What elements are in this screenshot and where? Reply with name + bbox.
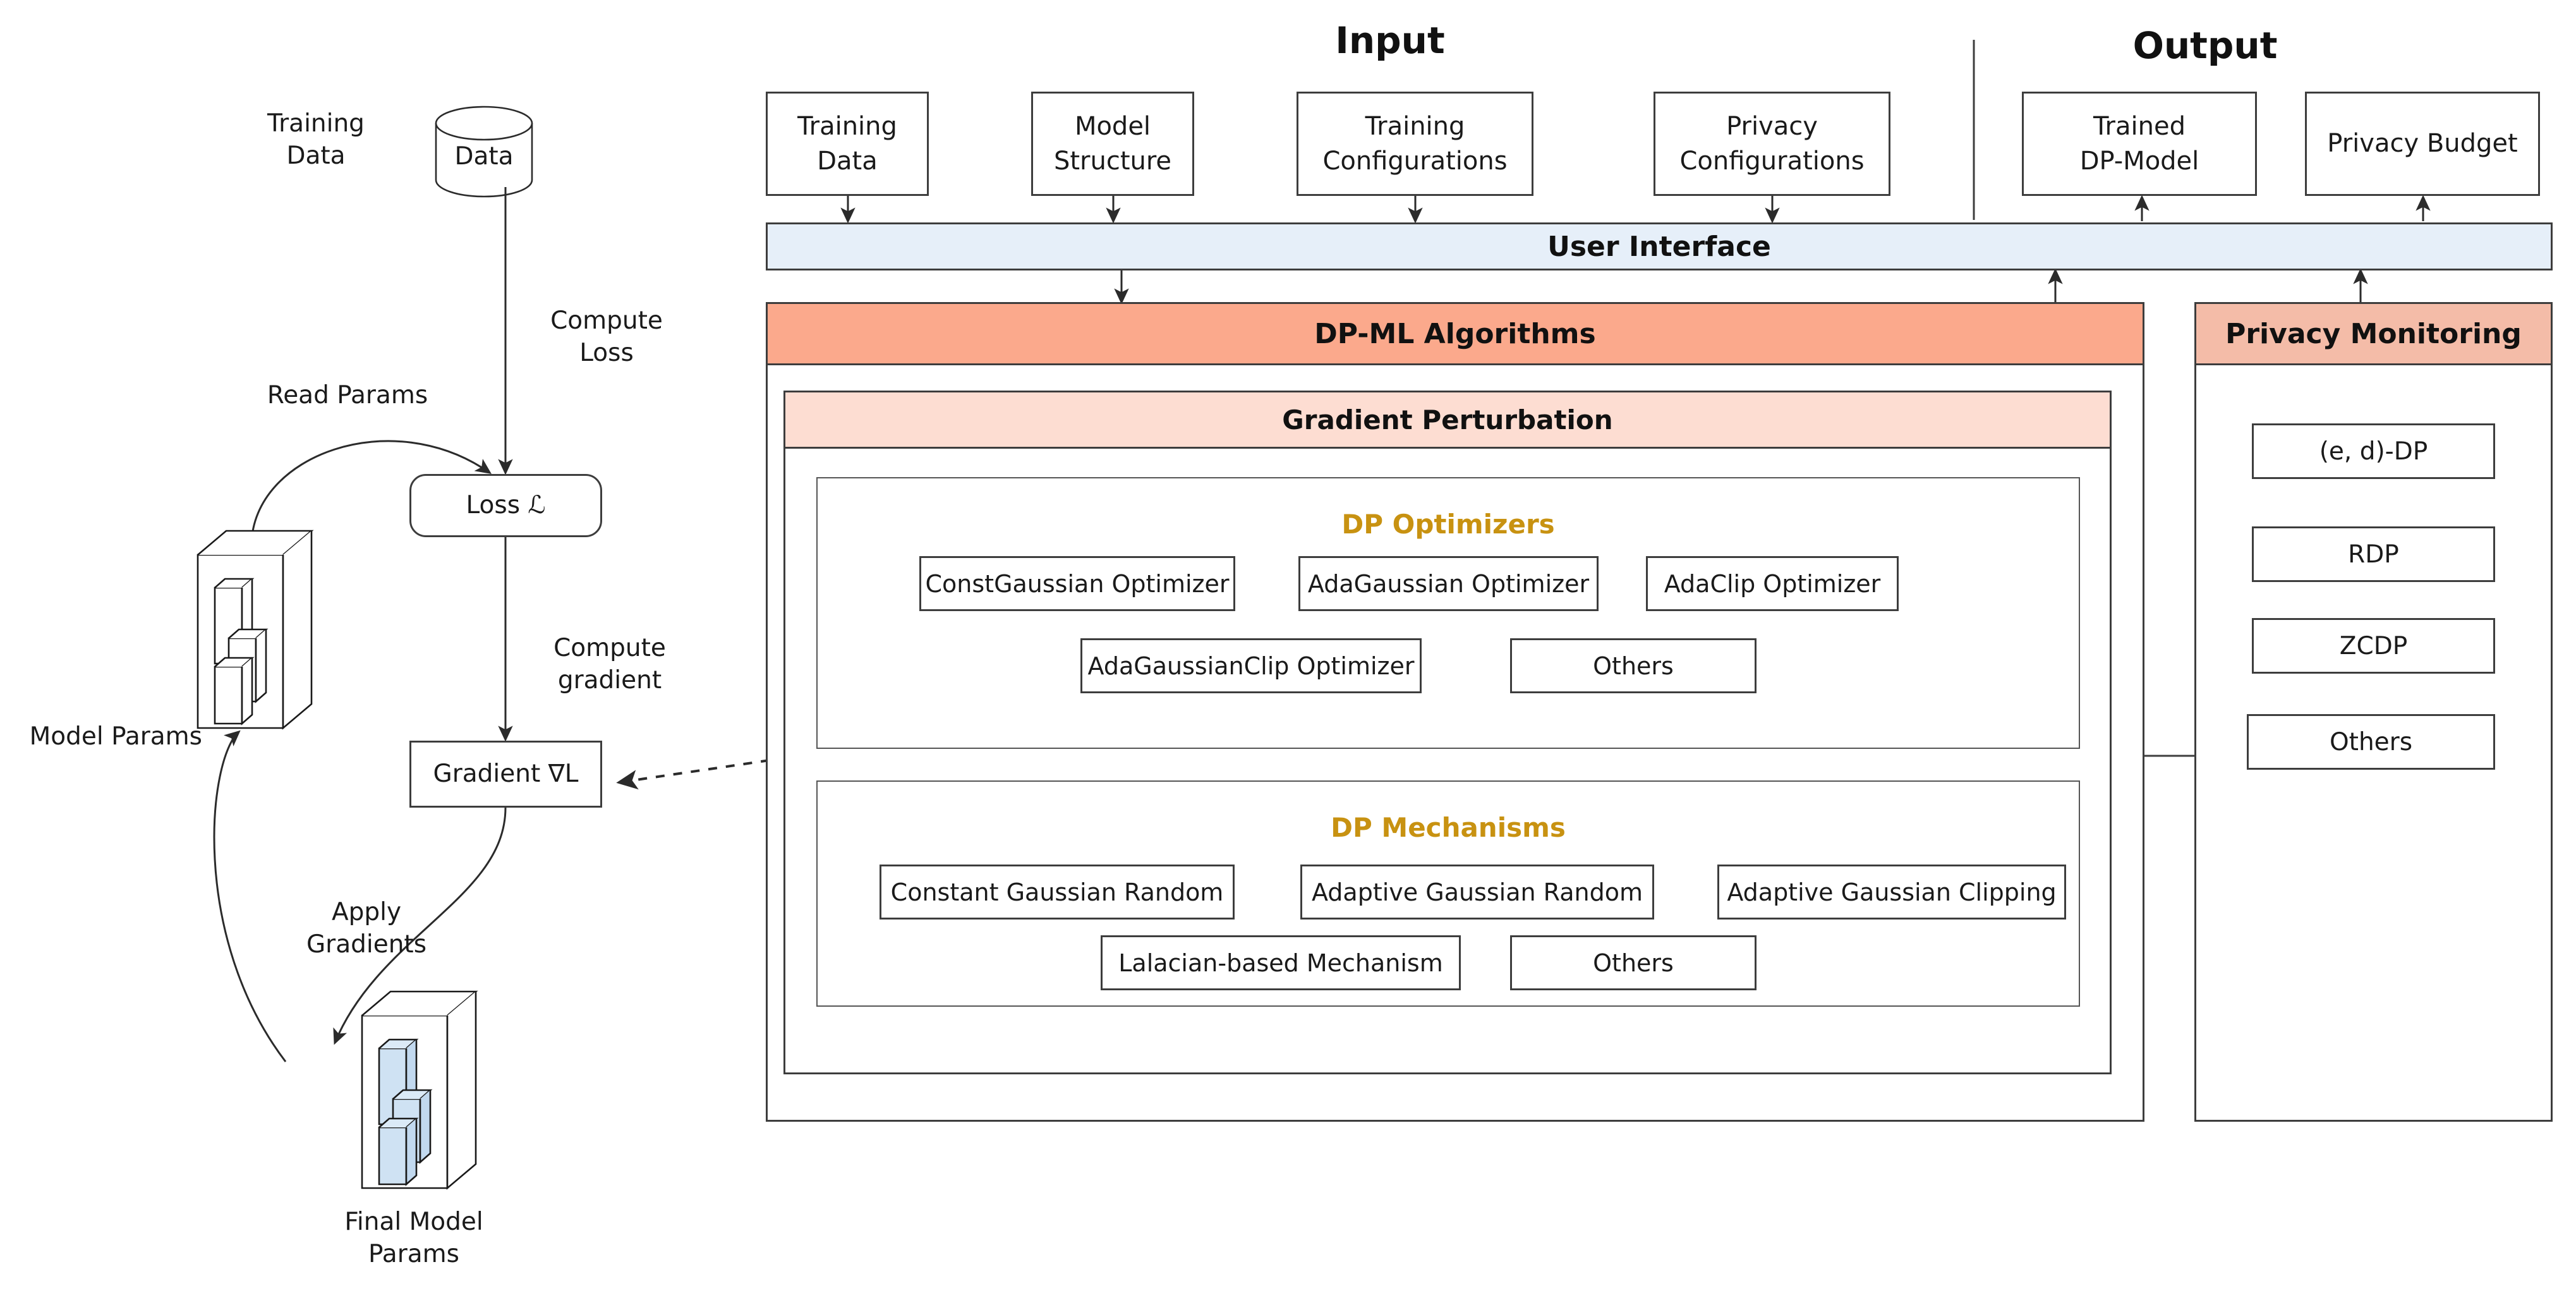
input-card-privacy-configurations[interactable]: Privacy Configurations bbox=[1654, 92, 1890, 196]
compute-loss-label: Compute Loss bbox=[550, 307, 663, 368]
dp-optimizers-group bbox=[816, 477, 2080, 749]
read-params-label: Read Params bbox=[267, 381, 428, 410]
privacy-metric-zcdp[interactable]: ZCDP bbox=[2252, 618, 2495, 674]
input-card-training-data[interactable]: Training Data bbox=[766, 92, 929, 196]
input-card-training-configurations[interactable]: Training Configurations bbox=[1297, 92, 1533, 196]
dp-ml-algorithms-header: DP-ML Algorithms bbox=[766, 302, 2144, 365]
privacy-metric-others[interactable]: Others bbox=[2247, 714, 2495, 770]
optimizer-adagaussianclip[interactable]: AdaGaussianClip Optimizer bbox=[1080, 638, 1422, 693]
privacy-metric-ed-dp[interactable]: (e, d)-DP bbox=[2252, 423, 2495, 479]
optimizer-adagaussian[interactable]: AdaGaussian Optimizer bbox=[1298, 556, 1599, 611]
optimizer-constgaussian[interactable]: ConstGaussian Optimizer bbox=[919, 556, 1235, 611]
mechanism-others[interactable]: Others bbox=[1510, 935, 1757, 990]
user-interface-bar[interactable]: User Interface bbox=[766, 222, 2553, 270]
model-params-label: Model Params bbox=[29, 722, 202, 751]
privacy-monitoring-header: Privacy Monitoring bbox=[2194, 302, 2553, 365]
loss-box: Loss ℒ bbox=[409, 474, 602, 537]
input-card-model-structure[interactable]: Model Structure bbox=[1031, 92, 1194, 196]
edge-dpml-to-gradient-dotted bbox=[616, 759, 770, 790]
dp-optimizers-title: DP Optimizers bbox=[1341, 509, 1555, 540]
output-section-title: Output bbox=[2132, 24, 2278, 67]
input-section-title: Input bbox=[1335, 19, 1445, 62]
gradient-box: Gradient ∇L bbox=[409, 741, 602, 808]
optimizer-others[interactable]: Others bbox=[1510, 638, 1757, 693]
privacy-metric-rdp[interactable]: RDP bbox=[2252, 526, 2495, 582]
mechanism-adaptive-gaussian-random[interactable]: Adaptive Gaussian Random bbox=[1300, 865, 1654, 920]
mechanism-lalacian-based[interactable]: Lalacian-based Mechanism bbox=[1101, 935, 1461, 990]
data-cylinder-label: Data bbox=[454, 142, 514, 171]
final-model-params-label: Final Model Params bbox=[344, 1208, 483, 1269]
final-model-params-icon bbox=[361, 990, 478, 1190]
mechanism-adaptive-gaussian-clipping[interactable]: Adaptive Gaussian Clipping bbox=[1717, 865, 2066, 920]
compute-gradient-label: Compute gradient bbox=[553, 634, 666, 695]
model-params-icon bbox=[197, 530, 314, 730]
apply-gradients-label: Apply Gradients bbox=[306, 898, 427, 959]
optimizer-adaclip[interactable]: AdaClip Optimizer bbox=[1646, 556, 1899, 611]
dp-mechanisms-title: DP Mechanisms bbox=[1331, 812, 1566, 843]
training-data-label: Training Data bbox=[267, 109, 365, 171]
gradient-perturbation-header: Gradient Perturbation bbox=[783, 391, 2112, 449]
output-card-privacy-budget[interactable]: Privacy Budget bbox=[2305, 92, 2540, 196]
output-card-trained-dp-model[interactable]: Trained DP-Model bbox=[2022, 92, 2257, 196]
mechanism-constant-gaussian-random[interactable]: Constant Gaussian Random bbox=[880, 865, 1235, 920]
